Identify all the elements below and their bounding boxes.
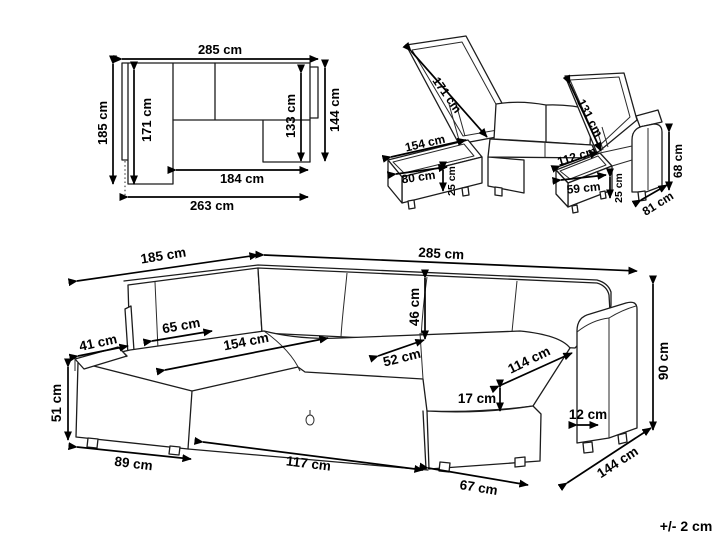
dim-arrow: [381, 138, 467, 163]
dim-arrow: [193, 436, 424, 473]
dim-arrow: [155, 335, 329, 376]
dim-label-right-inner-depth: 133 cm: [283, 94, 298, 138]
dim-cushion-thickness: 17 cm: [458, 379, 504, 412]
dim-label-left-depth: 185 cm: [95, 101, 110, 145]
dim-arrow: [552, 171, 607, 185]
storage-right-armrest: [631, 123, 663, 193]
dim-label-armrest-thickness: 12 cm: [569, 407, 607, 422]
dim-left-base-length: 89 cm: [68, 442, 192, 474]
center-foot: [494, 186, 503, 197]
dim-right-inner-depth: 133 cm: [283, 64, 305, 162]
dim-label-right-box-depth: 25 cm: [613, 173, 625, 203]
dim-arrow: [418, 462, 529, 488]
plan-inner-lines: [172, 62, 311, 163]
dim-left-box-depth: 25 cm: [439, 161, 458, 196]
tolerance-note: +/- 2 cm: [660, 518, 713, 534]
dim-arrow: [631, 184, 668, 208]
dim-left-box-width: 80 cm: [386, 164, 448, 187]
dim-label-overall-width: 285 cm: [198, 42, 242, 57]
right-armrest-seams: [576, 305, 637, 438]
dim-arrow: [68, 442, 192, 463]
left-box-feet: [407, 186, 470, 210]
dim-label-front-width: 263 cm: [190, 198, 234, 213]
storage-view-diagram: 171 cm 154 cm 80 cm 25 cm 131 cm 112 cm …: [381, 35, 685, 219]
dim-label-base-height: 51 cm: [49, 384, 64, 422]
dim-right-box-width: 59 cm: [552, 171, 607, 197]
dim-back-width: 285 cm: [255, 245, 638, 275]
dim-arrow: [562, 74, 602, 152]
dim-arrow: [557, 427, 652, 492]
dim-base-height: 51 cm: [49, 358, 72, 441]
dim-arrow: [368, 339, 425, 363]
dim-label-chaise-length: 171 cm: [139, 98, 154, 142]
dim-label-cushion-width: 65 cm: [161, 315, 201, 336]
bed-pull-handle: [305, 410, 315, 426]
dim-label-back-width: 285 cm: [418, 245, 465, 262]
dim-inner-width: 184 cm: [167, 166, 309, 186]
dim-armrest-height: 68 cm: [665, 123, 685, 191]
right-armrest: [576, 301, 638, 444]
dim-right-depth: 144 cm: [321, 59, 342, 162]
dim-back-cushion-height: 46 cm: [407, 269, 429, 340]
dim-arrow: [489, 352, 573, 394]
raised-back-sliver: [635, 109, 663, 128]
dim-label-cushion-thickness: 17 cm: [458, 391, 496, 406]
center-base: [487, 156, 525, 194]
dim-label-armrest-height: 68 cm: [671, 144, 685, 178]
dim-right-box-depth: 25 cm: [606, 168, 625, 203]
main-view-diagram: 185 cm 285 cm 65 cm 41 cm 154 cm 46 cm 5…: [49, 245, 671, 498]
dim-arrow: [550, 151, 599, 173]
dim-front-base-length: 117 cm: [193, 436, 424, 474]
dim-left-depth: 185 cm: [95, 55, 117, 185]
dim-arrow: [68, 343, 129, 362]
dim-arrow: [386, 164, 448, 180]
plan-outline: [121, 62, 311, 185]
dim-label-left-base-length: 89 cm: [114, 454, 154, 474]
dim-label-right-box-width: 59 cm: [566, 179, 601, 196]
top-view-outline: [121, 62, 319, 195]
dim-label-left-back-width: 185 cm: [140, 245, 188, 267]
top-view-diagram: 285 cm 185 cm 171 cm 133 cm 144 cm 184 c…: [95, 42, 342, 213]
main-sofa-art: [74, 264, 638, 473]
dim-label-left-box-depth: 25 cm: [446, 166, 458, 196]
seat-to-arm-line: [599, 145, 633, 167]
dim-chaise-length: 171 cm: [130, 61, 154, 185]
dim-label-right-depth: 144 cm: [327, 88, 342, 132]
dim-label-overall-height: 90 cm: [656, 342, 671, 380]
dim-overall-height: 90 cm: [649, 275, 671, 431]
dim-overall-width: 285 cm: [113, 42, 319, 63]
dim-left-back-width: 185 cm: [67, 245, 259, 287]
dim-arrow: [67, 252, 259, 287]
dim-label-right-base-length: 67 cm: [459, 477, 499, 498]
plan-right-armrest: [309, 66, 319, 119]
dim-label-back-cushion-height: 46 cm: [407, 288, 422, 326]
dim-label-front-base-length: 117 cm: [285, 453, 332, 473]
dim-label-inner-width: 184 cm: [220, 171, 264, 186]
dim-front-width: 263 cm: [119, 193, 309, 213]
dim-armrest-thickness: 12 cm: [568, 407, 607, 429]
dim-arrow: [402, 41, 488, 138]
dim-right-base-length: 67 cm: [418, 462, 529, 498]
dim-arrow: [255, 250, 638, 275]
dim-label-left-box-width: 80 cm: [401, 168, 437, 187]
